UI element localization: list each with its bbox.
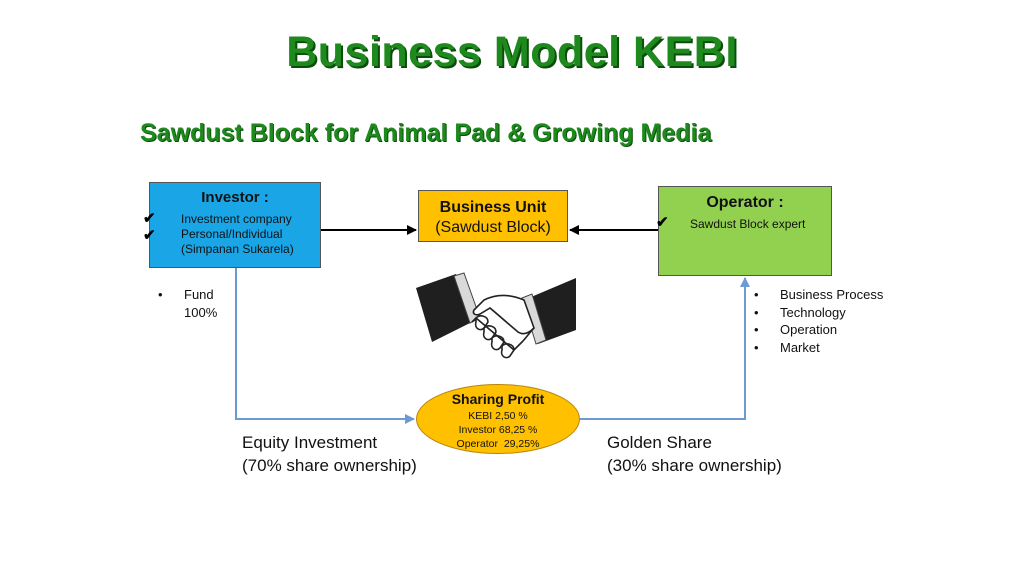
investor-item: Investment company — [181, 212, 292, 226]
equity-label: Equity Investment — [242, 433, 378, 452]
profit-share-line: Operator 29,25% — [456, 438, 540, 450]
equity-caption: Equity Investment (70% share ownership) — [242, 431, 417, 477]
profit-share-line: KEBI 2,50 % — [468, 410, 528, 422]
check-icon: ✔ — [143, 210, 156, 227]
list-item: Market — [754, 339, 883, 357]
investor-item: Personal/Individual — [181, 227, 283, 241]
golden-share-caption: Golden Share (30% share ownership) — [607, 431, 782, 477]
list-item: Technology — [754, 304, 883, 322]
page-title: Business Model KEBI — [286, 28, 738, 76]
fund-percent: 100% — [184, 304, 218, 320]
profit-to-operator-line — [580, 277, 750, 420]
investor-title: Investor : — [201, 189, 269, 206]
fund-note: Fund 100% — [158, 286, 217, 321]
profit-share-line: Investor 68,25 % — [458, 424, 538, 436]
operator-item: Sawdust Block expert — [690, 217, 806, 231]
investor-item: (Simpanan Sukarela) — [181, 242, 294, 256]
page-subtitle: Sawdust Block for Animal Pad & Growing M… — [140, 119, 712, 147]
list-item: Business Process — [754, 286, 883, 304]
check-icon: ✔ — [143, 227, 156, 244]
business-unit-subtitle: (Sawdust Block) — [435, 219, 551, 236]
list-item: Operation — [754, 321, 883, 339]
check-icon: ✔ — [656, 214, 669, 231]
golden-share-label: Golden Share — [607, 433, 712, 452]
business-unit-title: Business Unit — [439, 199, 547, 216]
sharing-profit-ellipse: Sharing Profit KEBI 2,50 % Investor 68,2… — [416, 384, 580, 454]
investor-box: Investor : Investment company Personal/I… — [149, 182, 321, 268]
operator-box: Operator : Sawdust Block expert — [658, 186, 832, 276]
sharing-profit-title: Sharing Profit — [451, 391, 545, 407]
golden-share-ownership: (30% share ownership) — [607, 456, 782, 475]
operator-contributions-list: Business Process Technology Operation Ma… — [754, 286, 883, 356]
equity-ownership: (70% share ownership) — [242, 456, 417, 475]
handshake-icon — [416, 272, 576, 359]
fund-label: Fund — [158, 286, 217, 304]
business-unit-box: Business Unit (Sawdust Block) — [418, 190, 568, 242]
investor-to-profit-line — [235, 268, 415, 424]
operator-title: Operator : — [706, 194, 784, 211]
